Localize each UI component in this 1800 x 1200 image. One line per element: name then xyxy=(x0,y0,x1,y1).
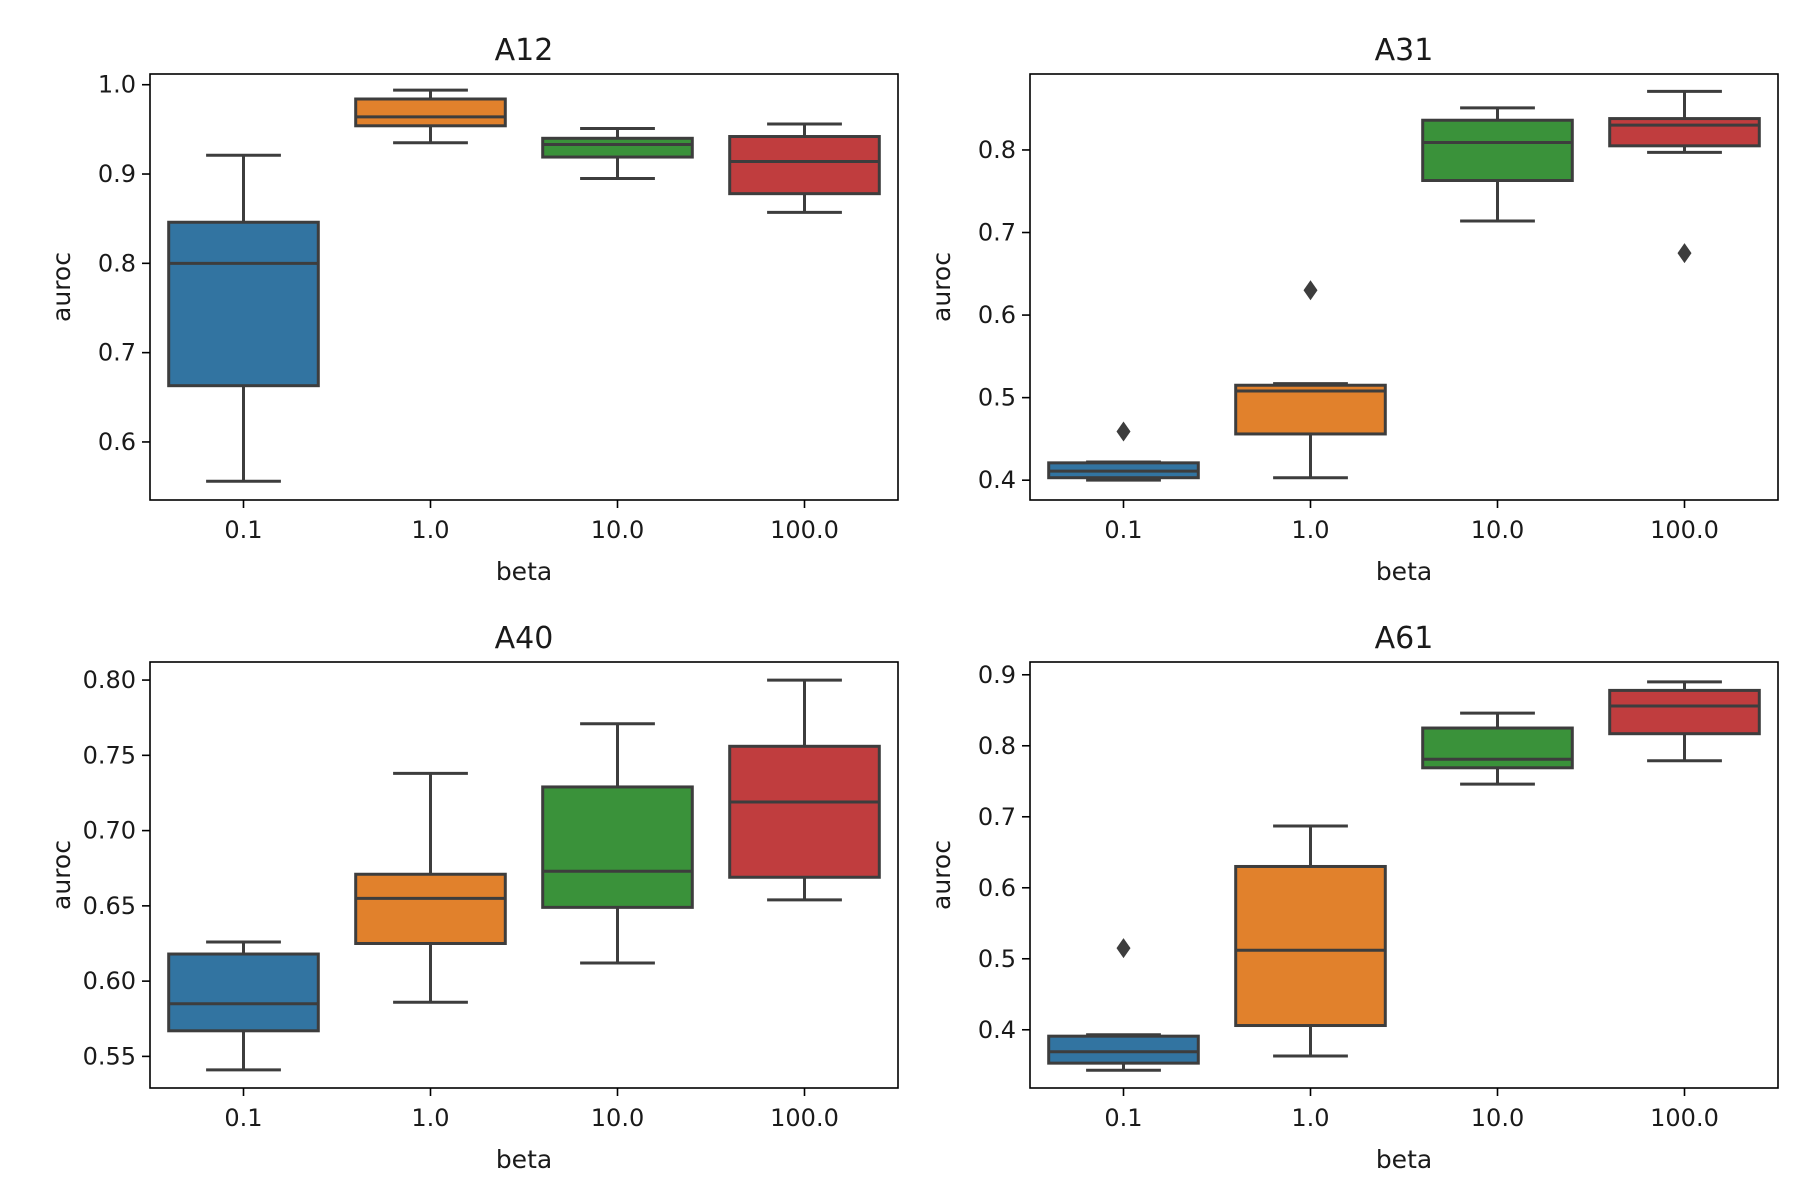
y-tick-label: 0.4 xyxy=(978,466,1016,494)
box xyxy=(1047,1034,1200,1065)
y-tick-label: 0.6 xyxy=(978,874,1016,902)
y-tick-label: 1.0 xyxy=(98,71,136,99)
y-tick-label: 0.8 xyxy=(98,249,136,277)
box-group xyxy=(354,88,507,145)
box-group xyxy=(1234,824,1387,1058)
y-tick-label: 0.7 xyxy=(98,339,136,367)
x-tick-label: 10.0 xyxy=(591,1104,644,1132)
box xyxy=(1234,864,1387,1028)
chart-title: A40 xyxy=(495,621,554,656)
y-tick-label: 0.65 xyxy=(83,892,136,920)
y-tick-label: 0.5 xyxy=(978,384,1016,412)
x-tick-label: 1.0 xyxy=(411,516,449,544)
x-axis-label: beta xyxy=(496,557,552,586)
x-axis-label: beta xyxy=(496,1145,552,1174)
subplot-a61: 0.4 0.5 0.6 0.7 0.8 0.9 0.1 1.0 10.0 100.0 A61 beta… xyxy=(927,621,1779,1174)
outlier-point xyxy=(1116,421,1131,442)
x-tick-label: 1.0 xyxy=(1291,1104,1329,1132)
box-group xyxy=(167,153,320,483)
box-group xyxy=(1234,280,1387,480)
x-axis-label: beta xyxy=(1376,557,1432,586)
y-tick-label: 0.75 xyxy=(83,741,136,769)
outlier-point xyxy=(1303,280,1318,301)
box-group xyxy=(1608,89,1761,264)
x-tick-label: 0.1 xyxy=(1104,1104,1142,1132)
y-tick-label: 0.4 xyxy=(978,1016,1016,1044)
y-tick-label: 0.8 xyxy=(978,732,1016,760)
x-tick-label: 100.0 xyxy=(770,516,839,544)
y-tick-label: 0.6 xyxy=(98,428,136,456)
y-tick-label: 0.60 xyxy=(83,967,136,995)
y-axis-label: auroc xyxy=(47,252,76,322)
x-tick-label: 0.1 xyxy=(1104,516,1142,544)
chart-title: A61 xyxy=(1375,621,1434,656)
box-group xyxy=(728,678,881,902)
box xyxy=(167,220,320,388)
y-tick-label: 0.9 xyxy=(98,160,136,188)
outlier-point xyxy=(1116,938,1131,959)
y-tick-label: 0.70 xyxy=(83,817,136,845)
x-tick-label: 100.0 xyxy=(770,1104,839,1132)
box xyxy=(1421,118,1574,182)
box xyxy=(1421,726,1574,770)
x-tick-label: 100.0 xyxy=(1650,516,1719,544)
box xyxy=(354,872,507,945)
axes-frame xyxy=(1029,661,1779,1089)
y-axis-label: auroc xyxy=(927,252,956,322)
box-group xyxy=(541,126,694,180)
subplot-a40: 0.55 0.60 0.65 0.70 0.75 0.80 0.1 1.0 10.0 100.0 A… xyxy=(47,621,899,1174)
x-tick-label: 10.0 xyxy=(1471,1104,1524,1132)
box-group xyxy=(167,940,320,1072)
subplot-a31: 0.4 0.5 0.6 0.7 0.8 0.1 1.0 10.0 100.0 A31 beta aur… xyxy=(927,33,1779,586)
y-tick-label: 0.80 xyxy=(83,666,136,694)
x-tick-label: 0.1 xyxy=(224,1104,262,1132)
x-tick-label: 1.0 xyxy=(1291,516,1329,544)
box xyxy=(1234,383,1387,436)
x-tick-label: 100.0 xyxy=(1650,1104,1719,1132)
y-tick-label: 0.5 xyxy=(978,945,1016,973)
box-group xyxy=(728,122,881,214)
y-tick-label: 0.7 xyxy=(978,219,1016,247)
box-group xyxy=(1421,106,1574,223)
x-tick-label: 10.0 xyxy=(591,516,644,544)
box xyxy=(728,135,881,196)
box-group xyxy=(1047,421,1200,482)
x-tick-label: 0.1 xyxy=(224,516,262,544)
box-group xyxy=(1421,711,1574,786)
axes-frame xyxy=(149,661,899,1089)
y-tick-label: 0.8 xyxy=(978,136,1016,164)
x-tick-label: 10.0 xyxy=(1471,516,1524,544)
box xyxy=(1608,688,1761,736)
axes-frame xyxy=(149,73,899,501)
box-group xyxy=(1608,680,1761,763)
y-tick-label: 0.6 xyxy=(978,301,1016,329)
box-group xyxy=(1047,938,1200,1072)
box xyxy=(354,97,507,128)
subplot-a12: 0.6 0.7 0.8 0.9 1.0 0.1 1.0 10.0 100.0 A12 beta aur… xyxy=(47,33,899,586)
box xyxy=(541,785,694,909)
y-axis-label: auroc xyxy=(47,840,76,910)
x-tick-label: 1.0 xyxy=(411,1104,449,1132)
box-group xyxy=(354,771,507,1004)
y-axis-label: auroc xyxy=(927,840,956,910)
y-tick-label: 0.55 xyxy=(83,1042,136,1070)
box xyxy=(167,952,320,1033)
box-group xyxy=(541,722,694,965)
box xyxy=(1608,117,1761,148)
box xyxy=(728,744,881,879)
outlier-point xyxy=(1677,243,1692,264)
chart-title: A12 xyxy=(495,33,554,68)
axes-frame xyxy=(1029,73,1779,501)
box xyxy=(541,136,694,159)
y-tick-label: 0.9 xyxy=(978,661,1016,689)
chart-title: A31 xyxy=(1375,33,1434,68)
y-tick-label: 0.7 xyxy=(978,803,1016,831)
x-axis-label: beta xyxy=(1376,1145,1432,1174)
